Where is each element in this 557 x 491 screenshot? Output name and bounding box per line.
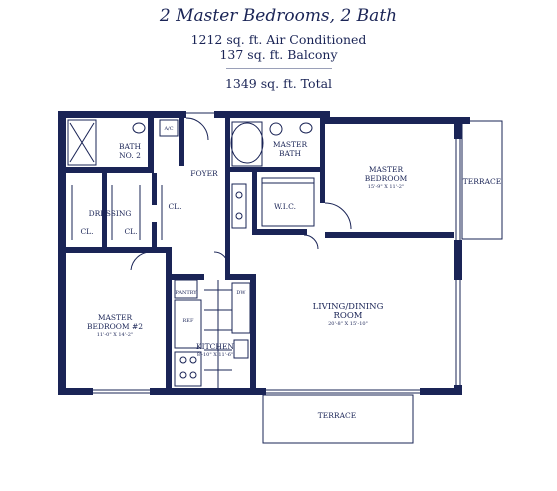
master-bath-label: MASTER: [273, 140, 308, 149]
divider: [226, 68, 332, 69]
bath2-label-2: NO. 2: [119, 151, 141, 160]
kitchen-label: KITCHEN: [196, 342, 234, 351]
master-bedroom2-label-2: BEDROOM #2: [87, 322, 143, 331]
bath2-label: BATH: [119, 142, 142, 151]
ac-closet-label: A/C: [163, 126, 173, 132]
master-bedroom2-dim: 11'-0" X 14'-2": [97, 332, 134, 338]
wic-label: W.I.C.: [274, 202, 296, 211]
balcony-area: 137 sq. ft. Balcony: [219, 47, 338, 62]
plan-title: 2 Master Bedrooms, 2 Bath: [159, 6, 398, 26]
terrace-east: [461, 120, 503, 240]
master-bedroom2-label: MASTER: [98, 313, 133, 322]
living-label-2: ROOM: [333, 311, 362, 321]
master-bedroom-dim: 15'-9" X 11'-2": [368, 184, 405, 190]
closet-c-label: CL.: [168, 202, 181, 211]
terrace-south: [262, 394, 414, 444]
pantry-label: PANTRY: [175, 290, 197, 296]
outer-walls: [58, 111, 470, 395]
kitchen-dim: 8'-10" X 11'-6": [197, 352, 234, 358]
closet-b-label: CL.: [124, 227, 137, 236]
foyer-label: FOYER: [190, 169, 218, 178]
windows: [93, 112, 461, 394]
dressing-label: DRESSING: [89, 209, 132, 218]
master-bedroom-label-2: BEDROOM: [365, 174, 408, 183]
interior-walls: [66, 118, 454, 391]
living-dim: 20'-8" X 15'-10": [328, 321, 368, 327]
room-labels: BATH NO. 2 A/C FOYER MASTER BATH MASTER …: [80, 126, 501, 420]
ref-label: REF: [183, 318, 194, 324]
terrace-south-label: TERRACE: [318, 411, 356, 420]
master-bedroom-label: MASTER: [369, 165, 404, 174]
master-bath-label-2: BATH: [279, 149, 302, 158]
terrace-east-label: TERRACE: [463, 177, 501, 186]
total-area: 1349 sq. ft. Total: [224, 76, 333, 91]
fixtures: [67, 117, 352, 388]
living-label: LIVING/DINING: [313, 302, 384, 312]
dw-label: DW: [236, 290, 246, 296]
closet-a-label: CL.: [80, 227, 93, 236]
ac-area: 1212 sq. ft. Air Conditioned: [190, 32, 367, 47]
